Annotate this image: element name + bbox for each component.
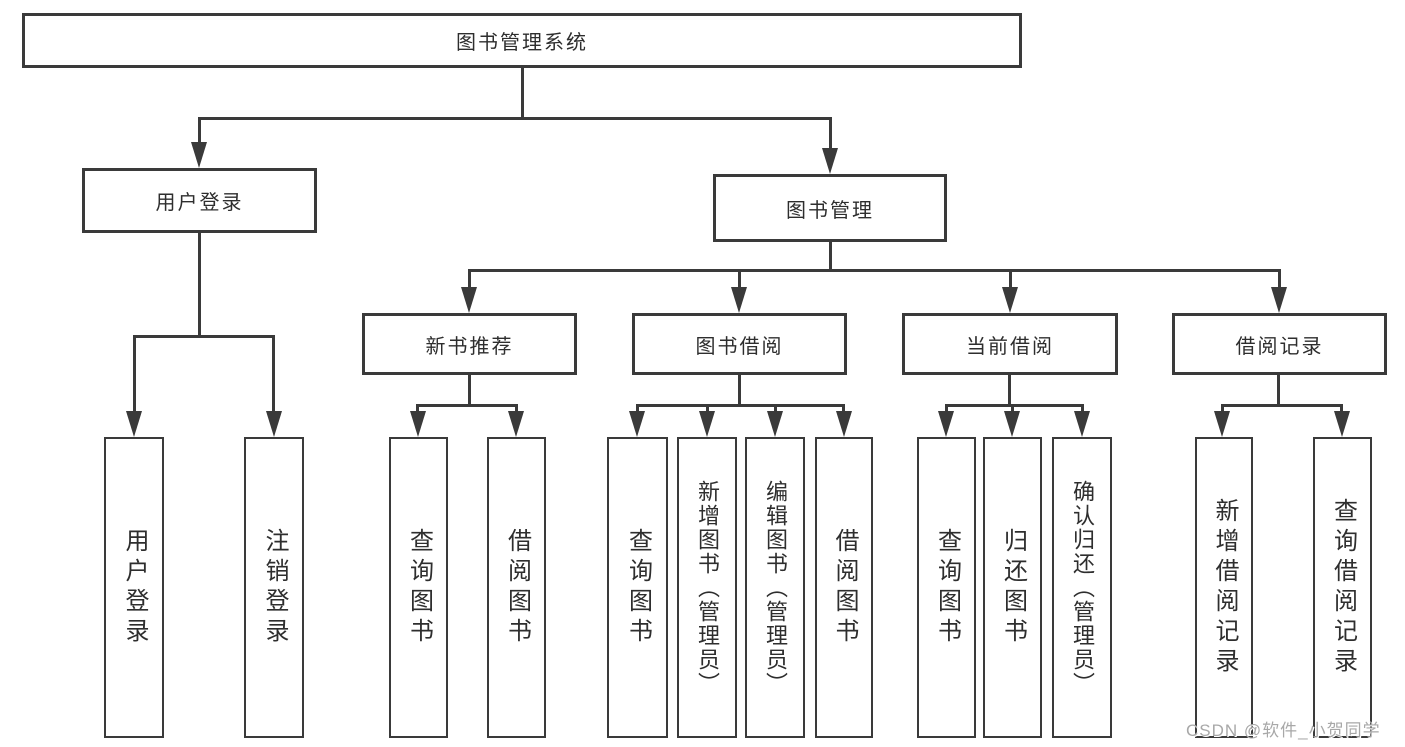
node-book-borrow: 图书借阅 xyxy=(632,313,847,375)
connector-line xyxy=(1221,404,1343,407)
leaf-label: 新增借阅记录 xyxy=(1211,497,1238,678)
leaf-label: 查询图书 xyxy=(624,527,652,648)
leaf-add-books-admin: 新增图书（管理员） xyxy=(677,437,737,738)
connector-arrow xyxy=(461,287,477,313)
leaf-query-books-borrow: 查询图书 xyxy=(607,437,668,738)
leaf-borrow-books: 借阅图书 xyxy=(815,437,873,738)
connector-arrow xyxy=(191,142,207,168)
node-current-borrow-label: 当前借阅 xyxy=(966,335,1054,358)
leaf-logout: 注销登录 xyxy=(244,437,304,738)
node-root-label: 图书管理系统 xyxy=(456,32,588,54)
connector-arrow xyxy=(1334,411,1350,437)
leaf-query-borrow-record: 查询借阅记录 xyxy=(1313,437,1372,738)
leaf-label: 借阅图书 xyxy=(831,527,858,648)
connector-line xyxy=(1009,269,1012,289)
connector-line xyxy=(945,404,1084,407)
connector-line xyxy=(468,269,471,289)
connector-line xyxy=(272,335,275,415)
leaf-label: 确认归还（管理员） xyxy=(1070,479,1095,696)
connector-line xyxy=(133,335,275,338)
node-book-borrow-label: 图书借阅 xyxy=(695,335,784,358)
leaf-confirm-return-admin: 确认归还（管理员） xyxy=(1052,437,1112,738)
connector-line xyxy=(945,404,948,416)
connector-arrow xyxy=(836,411,852,437)
leaf-label: 编辑图书（管理员） xyxy=(763,479,788,696)
connector-line xyxy=(416,404,419,416)
leaf-user-login: 用户登录 xyxy=(104,437,164,738)
connector-line xyxy=(1221,404,1224,416)
connector-arrow xyxy=(1002,287,1018,313)
connector-arrow xyxy=(1271,287,1287,313)
connector-line xyxy=(774,404,777,416)
leaf-label: 注销登录 xyxy=(261,527,288,648)
node-new-book-recommend-label: 新书推荐 xyxy=(425,335,514,358)
node-new-book-recommend: 新书推荐 xyxy=(362,313,577,375)
connector-arrow xyxy=(1214,411,1230,437)
leaf-query-books-current: 查询图书 xyxy=(917,437,976,738)
connector-arrow xyxy=(731,287,747,313)
node-user-login-label: 用户登录 xyxy=(155,192,244,214)
connector-arrow xyxy=(767,411,783,437)
connector-line xyxy=(636,404,639,416)
connector-arrow xyxy=(266,411,282,437)
node-user-login: 用户登录 xyxy=(82,168,317,233)
connector-line xyxy=(706,404,709,416)
csdn-watermark: CSDN @软件_小贺同学 xyxy=(1186,721,1381,740)
leaf-label: 查询图书 xyxy=(933,527,961,648)
connector-line xyxy=(829,117,832,152)
connector-line xyxy=(1081,404,1084,416)
connector-line xyxy=(829,242,832,272)
node-borrow-records-label: 借阅记录 xyxy=(1235,335,1324,358)
node-book-management-label: 图书管理 xyxy=(786,199,874,222)
leaf-label: 用户登录 xyxy=(121,527,148,648)
node-root: 图书管理系统 xyxy=(22,13,1022,68)
connector-line xyxy=(636,404,845,407)
connector-line xyxy=(198,117,201,146)
connector-line xyxy=(198,233,201,338)
leaf-query-books-recommend: 查询图书 xyxy=(389,437,448,738)
connector-arrow xyxy=(938,411,954,437)
leaf-add-borrow-record: 新增借阅记录 xyxy=(1195,437,1253,738)
leaf-borrow-books-recommend: 借阅图书 xyxy=(487,437,546,738)
connector-arrow xyxy=(126,411,142,437)
leaf-label: 归还图书 xyxy=(999,527,1027,648)
connector-arrow xyxy=(410,411,426,437)
connector-arrow xyxy=(699,411,715,437)
connector-line xyxy=(1278,269,1281,289)
node-borrow-records: 借阅记录 xyxy=(1172,313,1387,375)
connector-line xyxy=(521,68,524,120)
connector-line xyxy=(198,117,832,120)
connector-line xyxy=(515,404,518,416)
connector-line xyxy=(738,269,741,289)
connector-arrow xyxy=(822,148,838,174)
connector-line xyxy=(468,375,471,407)
connector-arrow xyxy=(1004,411,1020,437)
leaf-label: 借阅图书 xyxy=(503,527,531,648)
connector-arrow xyxy=(629,411,645,437)
leaf-label: 查询图书 xyxy=(405,527,433,648)
connector-line xyxy=(416,404,518,407)
connector-line xyxy=(133,335,136,415)
node-current-borrow: 当前借阅 xyxy=(902,313,1118,375)
connector-line xyxy=(468,269,1281,272)
connector-line xyxy=(1340,404,1343,416)
leaf-label: 查询借阅记录 xyxy=(1329,497,1357,678)
node-book-management: 图书管理 xyxy=(713,174,947,242)
connector-line xyxy=(1011,404,1014,416)
connector-line xyxy=(1277,375,1280,407)
leaf-label: 新增图书（管理员） xyxy=(695,479,720,696)
connector-line xyxy=(1008,375,1011,407)
connector-arrow xyxy=(508,411,524,437)
connector-arrow xyxy=(1074,411,1090,437)
connector-line xyxy=(842,404,845,416)
connector-line xyxy=(738,375,741,407)
leaf-return-books: 归还图书 xyxy=(983,437,1042,738)
leaf-edit-books-admin: 编辑图书（管理员） xyxy=(745,437,805,738)
